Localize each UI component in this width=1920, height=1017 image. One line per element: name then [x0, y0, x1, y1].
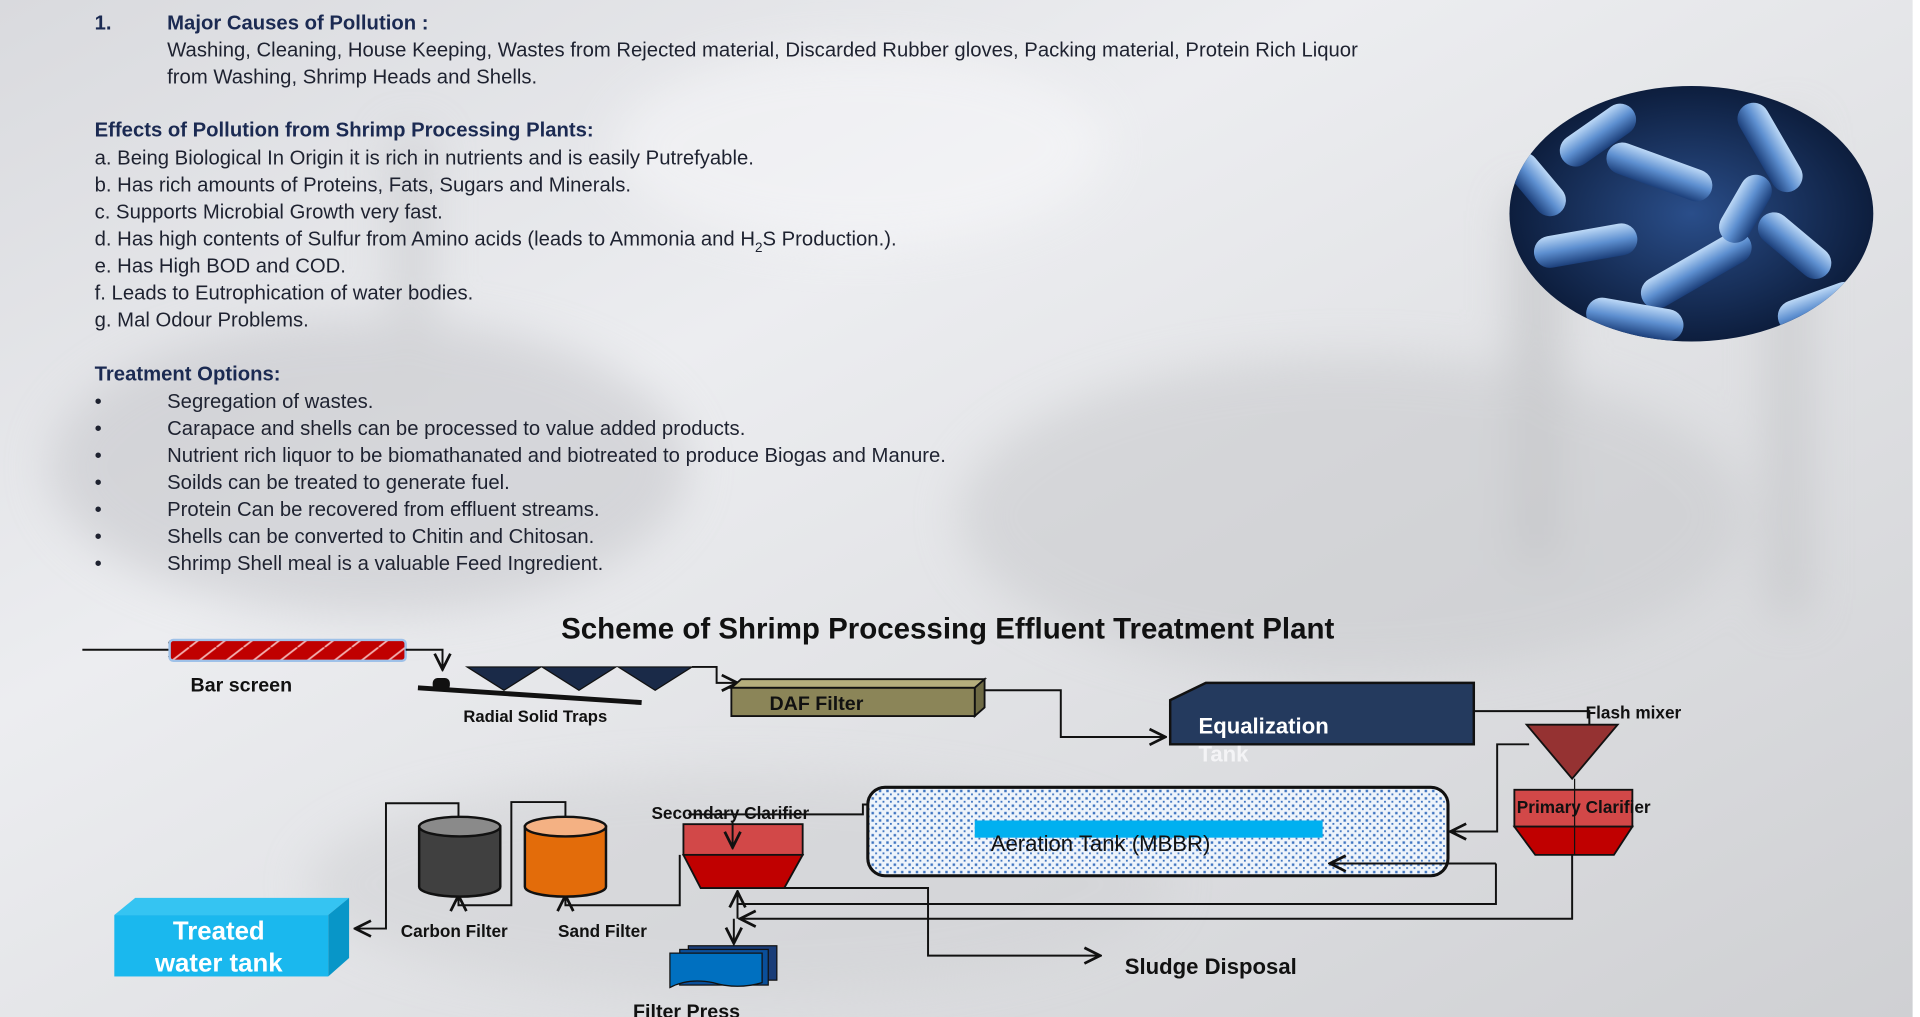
secondary-clarifier	[681, 823, 805, 889]
aeration-label: Aeration Tank (MBBR)	[991, 831, 1211, 856]
radial-solid-traps	[417, 666, 695, 706]
treated-water-tank	[114, 897, 350, 977]
treatment-item: Soilds can be treated to generate fuel.	[167, 472, 510, 494]
treated-tank-label-2: water tank	[154, 950, 283, 978]
treatment-item: Carapace and shells can be processed to …	[167, 418, 745, 440]
sand-filter	[523, 815, 608, 898]
daf-filter	[728, 677, 988, 719]
flow-line	[355, 802, 460, 928]
flow-line	[688, 803, 868, 816]
effect-item: b. Has rich amounts of Proteins, Fats, S…	[95, 175, 631, 197]
primary-clarifier-label: Primary Clarifier	[1517, 797, 1651, 817]
primary-clarifier	[1512, 778, 1635, 856]
secondary-clarifier-label: Secondary Clarifier	[651, 803, 809, 823]
bar-screen	[168, 638, 407, 663]
effect-item-d: d. Has high contents of Sulfur from Amin…	[95, 229, 897, 255]
treatment-item: Segregation of wastes.	[167, 391, 373, 413]
daf-label: DAF Filter	[769, 693, 863, 715]
flow-line	[984, 689, 1166, 737]
flow-line	[1473, 710, 1591, 728]
aeration-label-bar	[974, 820, 1323, 838]
sand-filter-label: Sand Filter	[558, 921, 647, 941]
flash-mixer	[1524, 723, 1620, 781]
bacterium-shape	[1559, 103, 1637, 167]
flow-line	[692, 665, 737, 683]
section-number: 1.	[95, 12, 112, 34]
bacterium-shape	[1640, 231, 1752, 309]
flash-mixer-label: Flash mixer	[1586, 703, 1682, 723]
treatment-heading: Treatment Options:	[95, 364, 281, 386]
flow-line	[458, 801, 567, 905]
return-line	[737, 863, 1497, 905]
radial-traps-label: Radial Solid Traps	[463, 707, 607, 726]
bacterium-shape	[1606, 142, 1713, 202]
effect-item: a. Being Biological In Origin it is rich…	[95, 148, 754, 170]
bacterium-shape	[1533, 223, 1638, 268]
treatment-item: Nutrient rich liquor to be biomathanated…	[167, 445, 946, 467]
treatment-item: Protein Can be recovered from effluent s…	[167, 499, 599, 521]
effect-item: g. Mal Odour Problems.	[95, 310, 309, 332]
flow-line	[1450, 743, 1530, 831]
bar-screen-label: Bar screen	[191, 675, 293, 697]
treated-tank-label: Treated	[173, 918, 265, 946]
bacteria-image	[1509, 85, 1874, 342]
bullet-icon: •	[95, 553, 102, 575]
flow-line	[565, 854, 681, 905]
flow-line	[405, 648, 443, 670]
treatment-item: Shrimp Shell meal is a valuable Feed Ing…	[167, 553, 603, 575]
bullet-icon: •	[95, 418, 102, 440]
effect-item: e. Has High BOD and COD.	[95, 256, 346, 278]
treatment-item: Shells can be converted to Chitin and Ch…	[167, 526, 594, 548]
bacterium-shape	[1757, 212, 1832, 279]
bullet-icon: •	[95, 526, 102, 548]
causes-line: from Washing, Shrimp Heads and Shells.	[167, 67, 537, 89]
effect-item-text: S Production.).	[763, 229, 897, 251]
bullet-icon: •	[95, 472, 102, 494]
sludge-disposal-label: Sludge Disposal	[1125, 954, 1297, 979]
filter-press	[669, 945, 778, 989]
effect-item-text: d. Has high contents of Sulfur from Amin…	[95, 229, 755, 251]
bullet-icon: •	[95, 391, 102, 413]
effect-item: f. Leads to Eutrophication of water bodi…	[95, 283, 474, 305]
subscript: 2	[755, 240, 763, 255]
sludge-arrow	[784, 887, 1100, 956]
causes-line: Washing, Cleaning, House Keeping, Wastes…	[167, 40, 1358, 62]
sludge-line	[740, 854, 1574, 919]
equalization-label: Equalization	[1198, 713, 1328, 738]
filter-press-label: Filter Press	[633, 1001, 740, 1017]
carbon-filter	[417, 815, 502, 898]
effect-item: c. Supports Microbial Growth very fast.	[95, 202, 443, 224]
scheme-title: Scheme of Shrimp Processing Effluent Tre…	[561, 613, 1334, 646]
bacterium-shape	[1509, 152, 1566, 217]
equalization-label-2: Tank	[1198, 742, 1249, 767]
effects-heading: Effects of Pollution from Shrimp Process…	[95, 119, 594, 141]
bullet-icon: •	[95, 499, 102, 521]
causes-heading: Major Causes of Pollution :	[167, 12, 428, 34]
bullet-icon: •	[95, 445, 102, 467]
treatment-list: • Segregation of wastes. • Carapace and she…	[95, 391, 946, 575]
bacterium-shape	[1737, 102, 1803, 193]
bacterium-shape	[1719, 174, 1772, 243]
equalization-tank	[1168, 681, 1476, 746]
carbon-filter-label: Carbon Filter	[401, 921, 508, 941]
